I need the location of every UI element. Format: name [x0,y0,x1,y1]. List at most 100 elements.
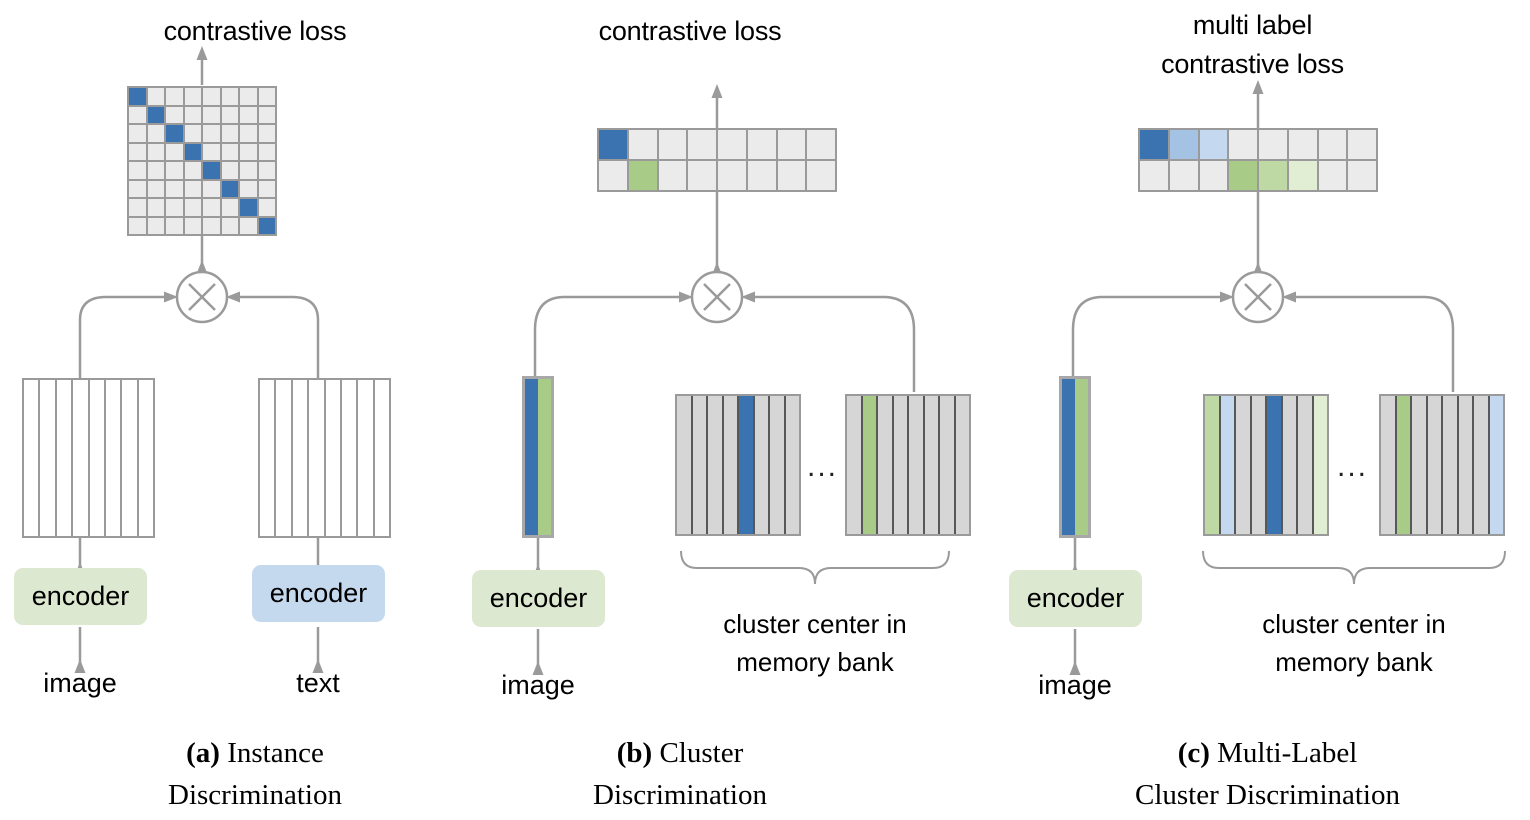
feature-stripe [89,380,104,536]
caption-a-line2: Discrimination [168,779,342,811]
loss-title-b: contrastive loss [598,16,782,46]
feature-stripe [260,380,275,536]
matrix-cell [129,180,146,197]
matrix-cell [258,180,275,197]
memory-bank-stripe [1236,396,1250,534]
similarity-matrix-b [597,128,837,192]
matrix-cell [129,88,146,105]
matrix-cell [166,88,183,105]
matrix-cell [166,180,183,197]
matrix-cell [203,217,220,234]
input-label-image-a: image [43,668,117,698]
memory-bank-label-b-line1: cluster center in [723,609,907,639]
image-feature-column-c [1059,376,1091,538]
matrix-cell [147,217,164,234]
memory-bank-brace-icon [680,550,950,585]
memory-bank-stripe [677,396,691,534]
memory-bank-label-b-line2: memory bank [736,647,894,677]
encoder-image-b[interactable]: encoder [472,570,605,627]
matrix-cell [1229,161,1257,190]
similarity-matrix-a [127,86,277,236]
memory-bank-stripe [862,396,876,534]
memory-bank-stripe [785,396,799,534]
matrix-cell [240,125,257,142]
matrix-cell [1140,130,1168,159]
matrix-cell [240,162,257,179]
matrix-cell [258,143,275,160]
memory-bank-stripe [1313,396,1327,534]
encoder-image-c[interactable]: encoder [1009,570,1142,627]
matrix-cell [1169,130,1198,159]
memory-bank-stripe [708,396,722,534]
matrix-cell [184,125,201,142]
feature-half-green [1075,379,1088,535]
matrix-cell [1140,161,1168,190]
matrix-cell [184,217,201,234]
matrix-cell [688,161,716,190]
matrix-cell [221,125,238,142]
memory-bank-stripe [723,396,737,534]
memory-bank-stripe [924,396,938,534]
memory-bank-ellipsis-c: ... [1337,450,1369,483]
matrix-cell [203,125,220,142]
feature-stripe [73,380,88,536]
caption-c-tag: (c) [1177,737,1210,769]
matrix-cell [166,106,183,123]
matrix-cell [258,217,275,234]
matrix-cell [1199,130,1228,159]
matrix-cell [1348,161,1376,190]
matrix-cell [258,125,275,142]
matrix-cell [599,161,627,190]
memory-bank-stripe [770,396,784,534]
memory-bank-stripe [1412,396,1426,534]
caption-c-line2: Cluster Discrimination [1135,779,1400,811]
multiply-operator-icon [175,270,229,324]
caption-c-line1: Multi-Label [1217,737,1358,769]
memory-bank-stripe [1458,396,1472,534]
encoder-text-a[interactable]: encoder [252,565,385,622]
similarity-matrix-c [1138,128,1378,192]
matrix-cell [1169,161,1198,190]
matrix-cell [166,143,183,160]
matrix-cell [599,130,627,159]
feature-stripe [122,380,137,536]
matrix-cell [777,161,806,190]
matrix-cell [203,162,220,179]
memory-bank-stripe [893,396,907,534]
memory-bank-stripe [1427,396,1441,534]
matrix-cell [147,125,164,142]
feature-stripe [292,380,308,536]
memory-bank-block-c-1 [1379,394,1505,536]
loss-title-c: multi label contrastive loss [1000,6,1505,84]
matrix-cell [221,199,238,216]
matrix-cell [129,125,146,142]
matrix-cell [1288,161,1317,190]
memory-bank-stripe [754,396,768,534]
matrix-cell [203,199,220,216]
memory-bank-stripe [1443,396,1457,534]
matrix-cell [221,162,238,179]
matrix-cell [147,106,164,123]
matrix-cell [221,180,238,197]
feature-half-blue [1062,379,1075,535]
feature-stripe [325,380,340,536]
memory-bank-label-b: cluster center in memory bank [705,605,925,681]
encoder-image-a[interactable]: encoder [14,568,147,625]
matrix-cell [203,180,220,197]
memory-bank-stripe [1220,396,1234,534]
matrix-cell [129,199,146,216]
matrix-cell [166,217,183,234]
matrix-cell [147,162,164,179]
memory-bank-stripe [692,396,706,534]
matrix-cell [184,180,201,197]
matrix-cell [258,106,275,123]
matrix-cell [240,106,257,123]
matrix-cell [166,199,183,216]
matrix-cell [184,143,201,160]
memory-bank-brace-icon [1202,550,1506,585]
memory-bank-stripe [909,396,923,534]
matrix-cell [184,88,201,105]
matrix-cell [258,199,275,216]
matrix-cell [777,130,806,159]
loss-title-c-line1: multi label [1192,10,1313,40]
